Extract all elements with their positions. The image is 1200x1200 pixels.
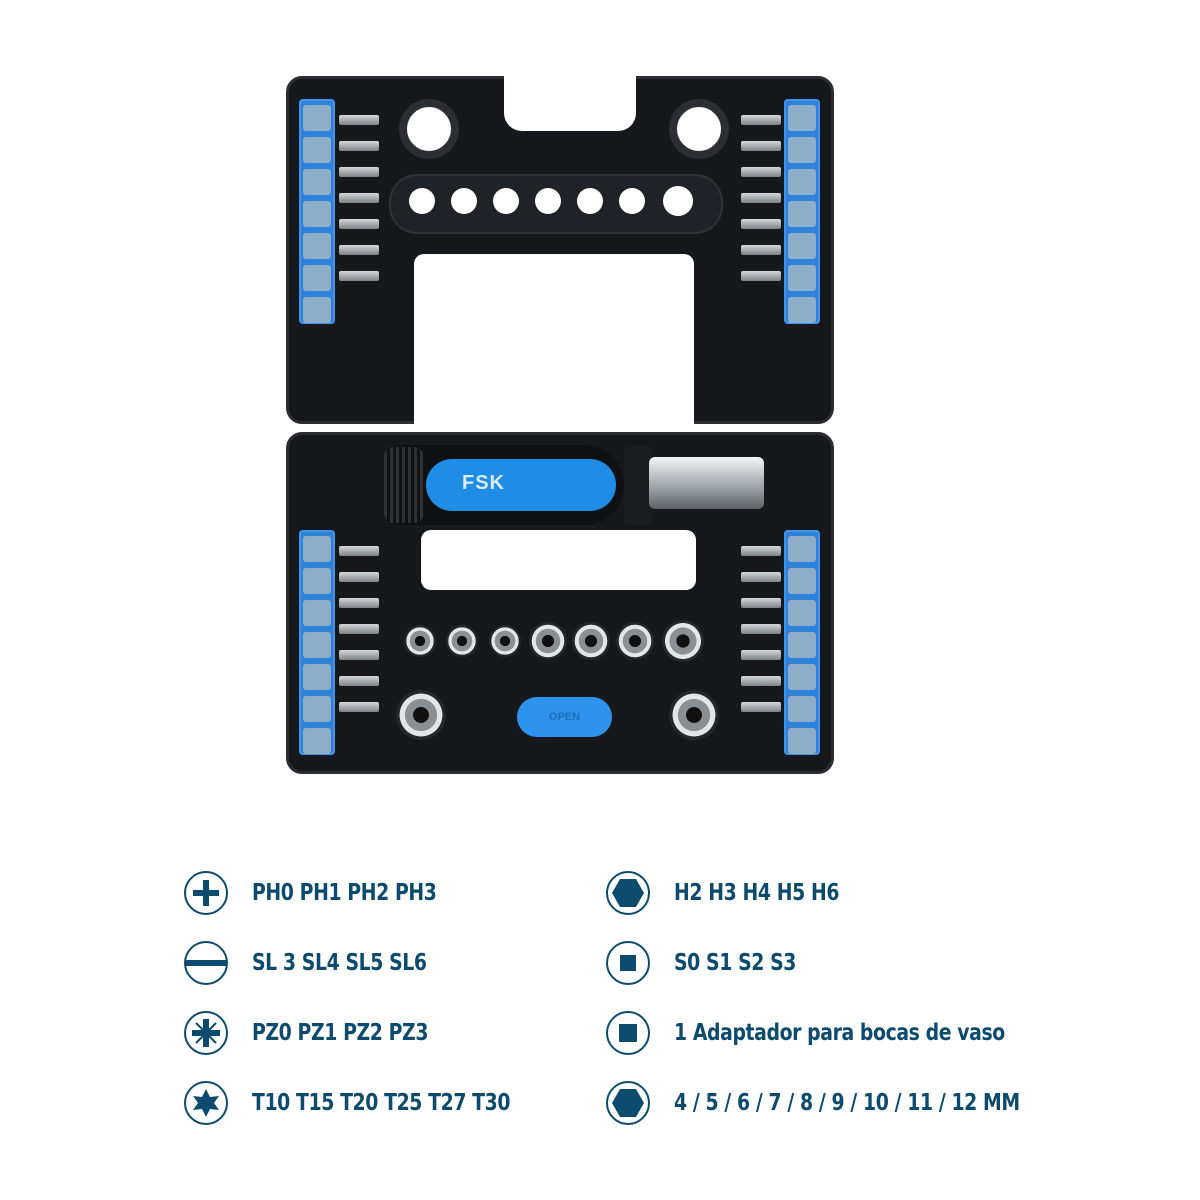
tray-window — [421, 530, 696, 590]
socket-large — [396, 690, 446, 740]
bit-rack-top-left — [299, 99, 335, 324]
bit-holder-shaft — [649, 457, 764, 509]
bit-rack-bottom-left — [299, 530, 335, 755]
square-icon — [606, 941, 650, 985]
legend-item-hex: H2 H3 H4 H5 H6 — [606, 868, 875, 918]
legend-item-square: S0 S1 S2 S3 — [606, 938, 823, 988]
tool-kit-photo: FSK OPEN — [280, 70, 840, 780]
brand-logo: FSK — [462, 472, 505, 494]
socket-hole-bar — [389, 174, 723, 234]
square-adapter-icon — [606, 1011, 650, 1055]
case-tray: FSK OPEN — [286, 432, 834, 774]
phillips-icon — [184, 871, 228, 915]
bit-rack-bottom-right — [784, 530, 820, 755]
socket-large — [669, 690, 719, 740]
legend-label: 1 Adaptador para bocas de vaso — [674, 1020, 1005, 1046]
socket — [529, 622, 567, 660]
ratchet-screwdriver: FSK — [384, 437, 774, 532]
ratchet-collar — [384, 447, 424, 523]
legend-label: PH0 PH1 PH2 PH3 — [252, 880, 437, 906]
legend-item-pozidriv: PZ0 PZ1 PZ2 PZ3 — [184, 1008, 467, 1058]
socket — [489, 625, 521, 657]
legend-item-sockets: 4 / 5 / 6 / 7 / 8 / 9 / 10 / 11 / 12 MM — [606, 1078, 1096, 1128]
socket — [662, 620, 704, 662]
legend-item-slotted: SL 3 SL4 SL5 SL6 — [184, 938, 465, 988]
lid-hole-right — [669, 99, 729, 159]
legend-label: PZ0 PZ1 PZ2 PZ3 — [252, 1020, 429, 1046]
legend-label: H2 H3 H4 H5 H6 — [674, 880, 840, 906]
slotted-icon — [184, 941, 228, 985]
hex-socket-icon — [606, 1081, 650, 1125]
bits-bottom-right — [741, 530, 781, 728]
lid-window — [414, 254, 694, 434]
legend-item-phillips: PH0 PH1 PH2 PH3 — [184, 868, 477, 918]
legend-label: S0 S1 S2 S3 — [674, 950, 797, 976]
hex-icon — [606, 871, 650, 915]
torx-icon — [184, 1081, 228, 1125]
bit-rack-top-right — [784, 99, 820, 324]
open-latch-button[interactable]: OPEN — [517, 697, 612, 737]
lid-hole-left — [399, 99, 459, 159]
socket — [616, 622, 654, 660]
lid-notch — [504, 76, 636, 131]
socket — [404, 625, 436, 657]
bits-top-left — [339, 99, 379, 297]
bits-bottom-left — [339, 530, 379, 728]
case-lid — [286, 76, 834, 434]
legend-item-torx: T10 T15 T20 T25 T27 T30 — [184, 1078, 567, 1128]
legend-item-adapter: 1 Adaptador para bocas de vaso — [606, 1008, 1077, 1058]
legend-label: T10 T15 T20 T25 T27 T30 — [252, 1090, 511, 1116]
socket — [446, 625, 478, 657]
legend-label: 4 / 5 / 6 / 7 / 8 / 9 / 10 / 11 / 12 MM — [674, 1090, 1020, 1116]
pozidriv-icon — [184, 1011, 228, 1055]
legend-label: SL 3 SL4 SL5 SL6 — [252, 950, 427, 976]
bits-top-right — [741, 99, 781, 297]
socket — [572, 622, 610, 660]
